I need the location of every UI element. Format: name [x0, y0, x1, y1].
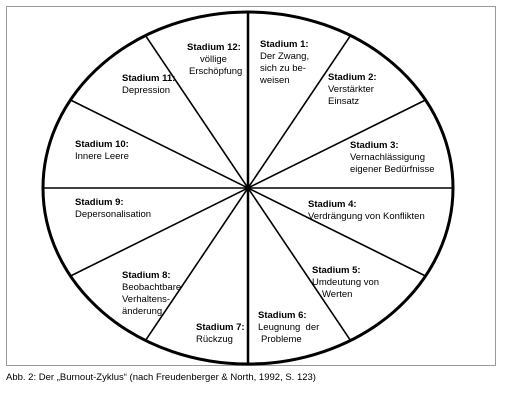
stage-1-line-2: sich zu be-	[260, 63, 306, 74]
stage-8: Stadium 8: Beobachtbare Verhaltens- ände…	[122, 270, 184, 317]
stage-1: Stadium 1: Der Zwang, sich zu be- weisen	[259, 39, 312, 86]
stage-4-title: Stadium 4:	[308, 199, 357, 210]
stage-10-title: Stadium 10:	[75, 139, 129, 150]
stage-7-title: Stadium 7:	[196, 322, 245, 333]
stage-5-title: Stadium 5:	[312, 265, 361, 276]
stage-8-line-2: Verhaltens-	[122, 294, 170, 305]
stage-11-title: Stadium 11:	[122, 73, 175, 84]
stage-8-line-3: änderung	[122, 306, 162, 317]
stage-3: Stadium 3: Vernachlässigung eigener Bedü…	[350, 140, 435, 175]
stage-3-title: Stadium 3:	[350, 140, 399, 151]
stage-6-line-1: Leugnung der	[258, 322, 319, 333]
stage-8-title: Stadium 8:	[122, 270, 171, 281]
stage-2-title: Stadium 2:	[328, 72, 377, 83]
stage-11: Stadium 11: Depression	[122, 73, 178, 96]
stage-2: Stadium 2: Verstärkter Einsatz	[328, 72, 379, 107]
stage-3-line-1: Vernachlässigung	[350, 152, 425, 163]
stage-6: Stadium 6: Leugnung der Probleme	[258, 310, 322, 345]
spoke-6	[144, 35, 352, 341]
stage-2-line-2: Einsatz	[328, 96, 359, 107]
stage-10-line-1: Innere Leere	[75, 151, 129, 162]
figure-caption: Abb. 2: Der „Burnout-Zyklus“ (nach Freud…	[6, 372, 316, 383]
burnout-cycle-diagram: Stadium 1: Der Zwang, sich zu be- weisen…	[41, 10, 455, 366]
stage-2-line-1: Verstärkter	[328, 84, 374, 95]
stage-1-line-3: weisen	[259, 75, 290, 86]
stage-12-title: Stadium 12:	[187, 42, 241, 53]
wheel-spokes	[43, 12, 453, 364]
stage-6-line-2: Probleme	[261, 334, 302, 345]
stage-9-line-1: Depersonalisation	[75, 209, 151, 220]
stage-9: Stadium 9: Depersonalisation	[75, 197, 151, 220]
stage-11-line-1: Depression	[122, 85, 170, 96]
stage-7: Stadium 7: Rückzug	[196, 322, 247, 345]
stage-4-line-1: Verdrängung von Konflikten	[308, 211, 425, 222]
stage-1-title: Stadium 1:	[260, 39, 309, 50]
figure-frame	[6, 6, 496, 366]
stage-7-line-1: Rückzug	[196, 334, 233, 345]
stage-3-line-2: eigener Bedürfnisse	[350, 164, 435, 175]
stage-12-line-2: Erschöpfung	[189, 66, 242, 77]
stage-5: Stadium 5: Umdeutung von Werten	[312, 265, 382, 300]
stage-6-title: Stadium 6:	[258, 310, 307, 321]
stage-12: Stadium 12: völlige Erschöpfung	[187, 42, 244, 77]
stage-5-line-1: Umdeutung von	[312, 277, 379, 288]
stage-1-line-1: Der Zwang,	[260, 51, 309, 62]
stage-10: Stadium 10: Innere Leere	[75, 139, 132, 162]
stage-4: Stadium 4: Verdrängung von Konflikten	[308, 199, 425, 222]
stage-5-line-2: Werten	[322, 289, 352, 300]
stage-12-line-1: völlige	[200, 54, 227, 65]
stage-8-line-1: Beobachtbare	[122, 282, 181, 293]
stage-9-title: Stadium 9:	[75, 197, 124, 208]
